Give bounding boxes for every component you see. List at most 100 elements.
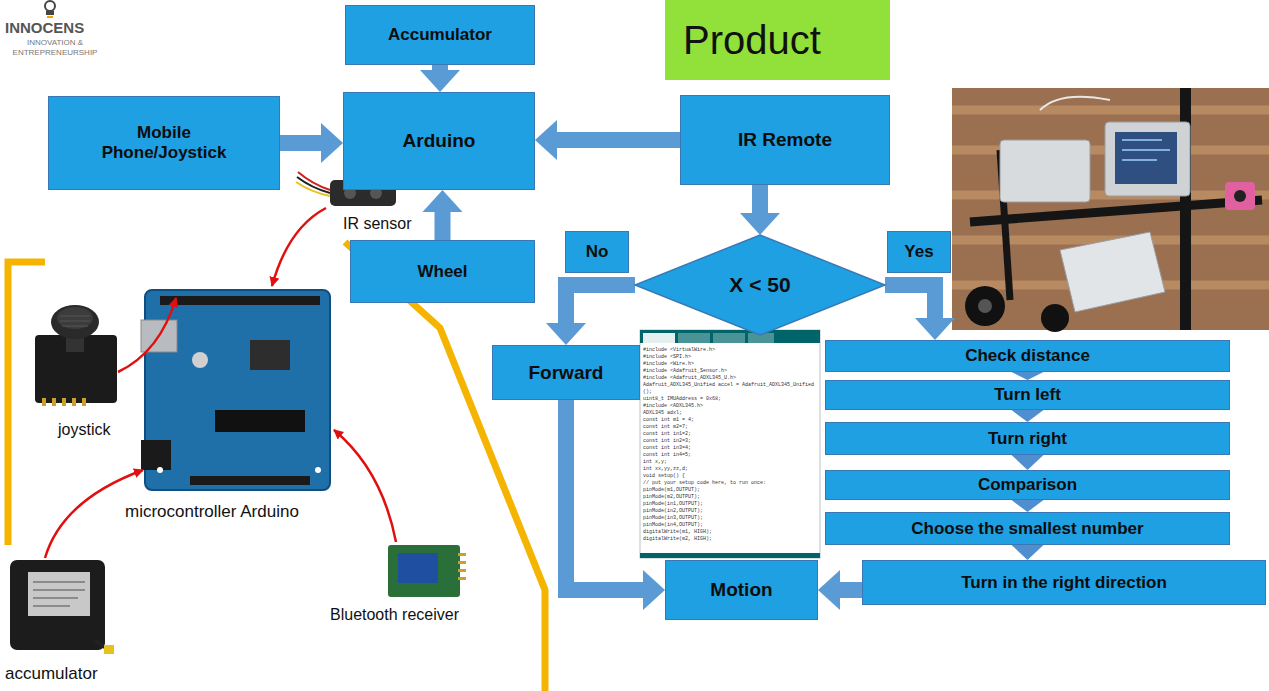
code-line: const int in1=2; — [643, 431, 817, 438]
arrow-head — [1012, 372, 1044, 380]
code-line: pinMode(in2,OUTPUT); — [643, 508, 817, 515]
process-box: Wheel — [350, 240, 535, 303]
flow-arrow — [423, 190, 463, 240]
arrow-shaft — [280, 135, 321, 151]
branch-label: No — [586, 242, 609, 262]
arduino-picture — [141, 290, 330, 490]
node-text: Turn in the right direction — [961, 573, 1167, 593]
process-box: Turn right — [825, 422, 1230, 455]
node-text: Turn right — [988, 429, 1067, 449]
branch-label-box: No — [565, 231, 629, 273]
branch-label-box: Yes — [887, 231, 951, 273]
arrow-head — [546, 323, 586, 345]
arrow-head — [1012, 545, 1044, 560]
code-line: digitalWrite(m2, HIGH); — [643, 536, 817, 543]
arrow-shaft — [435, 212, 451, 240]
flow-arrow — [1012, 455, 1044, 470]
process-box: Choose the smallest number — [825, 512, 1230, 545]
code-line: #include <SPI.h> — [643, 354, 817, 361]
code-line: const int m2=7; — [643, 424, 817, 431]
process-box: Motion — [665, 560, 818, 620]
signal-arrow — [272, 208, 326, 286]
flow-arrow — [546, 285, 635, 345]
node-text: Turn left — [994, 385, 1061, 405]
node-text: IR Remote — [738, 129, 832, 151]
branch-label: Yes — [904, 242, 933, 262]
decision-diamond: X < 50 — [635, 235, 885, 335]
flow-arrow — [535, 120, 680, 160]
code-line: uint8_t IMUAddress = 0x68; — [643, 396, 817, 403]
node-text: Accumulator — [388, 25, 492, 45]
arrow-shaft — [566, 285, 635, 323]
code-line: // put your setup code here, to run once… — [643, 480, 817, 487]
bluetooth-picture — [388, 545, 466, 597]
joystick-picture — [35, 305, 117, 406]
code-line: #include <Wire.h> — [643, 361, 817, 368]
flow-arrow — [1012, 500, 1044, 512]
bracket-line — [8, 262, 45, 545]
code-listing: #include <VirtualWire.h>#include <SPI.h>… — [643, 347, 817, 543]
arrow-shaft — [752, 185, 768, 213]
code-line: const int in2=3; — [643, 438, 817, 445]
code-line: int x,y; — [643, 459, 817, 466]
code-line: pinMode(in4,OUTPUT); — [643, 522, 817, 529]
code-line: pinMode(in3,OUTPUT); — [643, 515, 817, 522]
code-line: #include <VirtualWire.h> — [643, 347, 817, 354]
arrow-head — [915, 318, 955, 340]
product-photo — [952, 88, 1269, 332]
code-screenshot — [640, 330, 820, 558]
code-line: const int in4=5; — [643, 452, 817, 459]
code-line: const int m1 = 4; — [643, 417, 817, 424]
arrow-head — [321, 123, 343, 163]
node-text: Forward — [529, 362, 604, 384]
part-label: joystick — [58, 421, 110, 439]
arrow-head — [535, 120, 557, 160]
code-line: digitalWrite(m1, HIGH); — [643, 529, 817, 536]
code-line: void setup() { — [643, 473, 817, 480]
signal-arrow — [334, 430, 396, 542]
flow-arrow — [420, 65, 460, 92]
process-box: Turn in the right direction — [862, 560, 1266, 605]
process-box: Mobile Phone/Joystick — [48, 96, 280, 190]
arrow-head — [1012, 500, 1044, 512]
arrow-head — [818, 570, 840, 610]
part-label: IR sensor — [343, 215, 411, 233]
arrow-head — [1012, 410, 1044, 422]
node-text: Wheel — [417, 262, 467, 282]
code-line: pinMode(m1,OUTPUT); — [643, 487, 817, 494]
process-box: Turn left — [825, 380, 1230, 410]
node-text: X < 50 — [729, 273, 790, 297]
node-text: Motion — [710, 579, 772, 601]
process-box: Comparison — [825, 470, 1230, 500]
code-line: const int in3=4; — [643, 445, 817, 452]
code-line: ADXL345 adxl; — [643, 410, 817, 417]
flow-arrow — [280, 123, 343, 163]
title-banner: Product — [665, 0, 890, 80]
logo-icon — [45, 1, 55, 18]
flow-arrow — [885, 285, 955, 340]
process-box: IR Remote — [680, 95, 890, 185]
node-text: Arduino — [403, 130, 476, 152]
flow-arrow — [1012, 410, 1044, 422]
arrow-head — [740, 213, 780, 235]
signal-arrow — [118, 298, 176, 372]
arrow-shaft — [840, 582, 862, 598]
code-line: #include <Adafruit_ADXL345_U.h> — [643, 375, 817, 382]
code-line: pinMode(in1,OUTPUT); — [643, 501, 817, 508]
code-line: int xx,yy,zz,d; — [643, 466, 817, 473]
node-text: Choose the smallest number — [911, 519, 1143, 539]
logo-wordmark: INNOCENS — [5, 19, 84, 36]
flow-arrow — [818, 570, 862, 610]
flow-arrow — [740, 185, 780, 235]
arrow-head — [420, 70, 460, 92]
node-text: Mobile Phone/Joystick — [89, 123, 239, 162]
accumulator-picture — [10, 560, 114, 654]
code-line: pinMode(m2,OUTPUT); — [643, 494, 817, 501]
node-text: Comparison — [978, 475, 1077, 495]
code-line: Adafruit_ADXL345_Unified accel = Adafrui… — [643, 382, 817, 396]
arrow-shaft — [566, 400, 643, 590]
arrow-head — [423, 190, 463, 212]
arrow-shaft — [557, 132, 680, 148]
process-box: Check distance — [825, 340, 1230, 372]
arrow-shaft — [885, 285, 935, 318]
